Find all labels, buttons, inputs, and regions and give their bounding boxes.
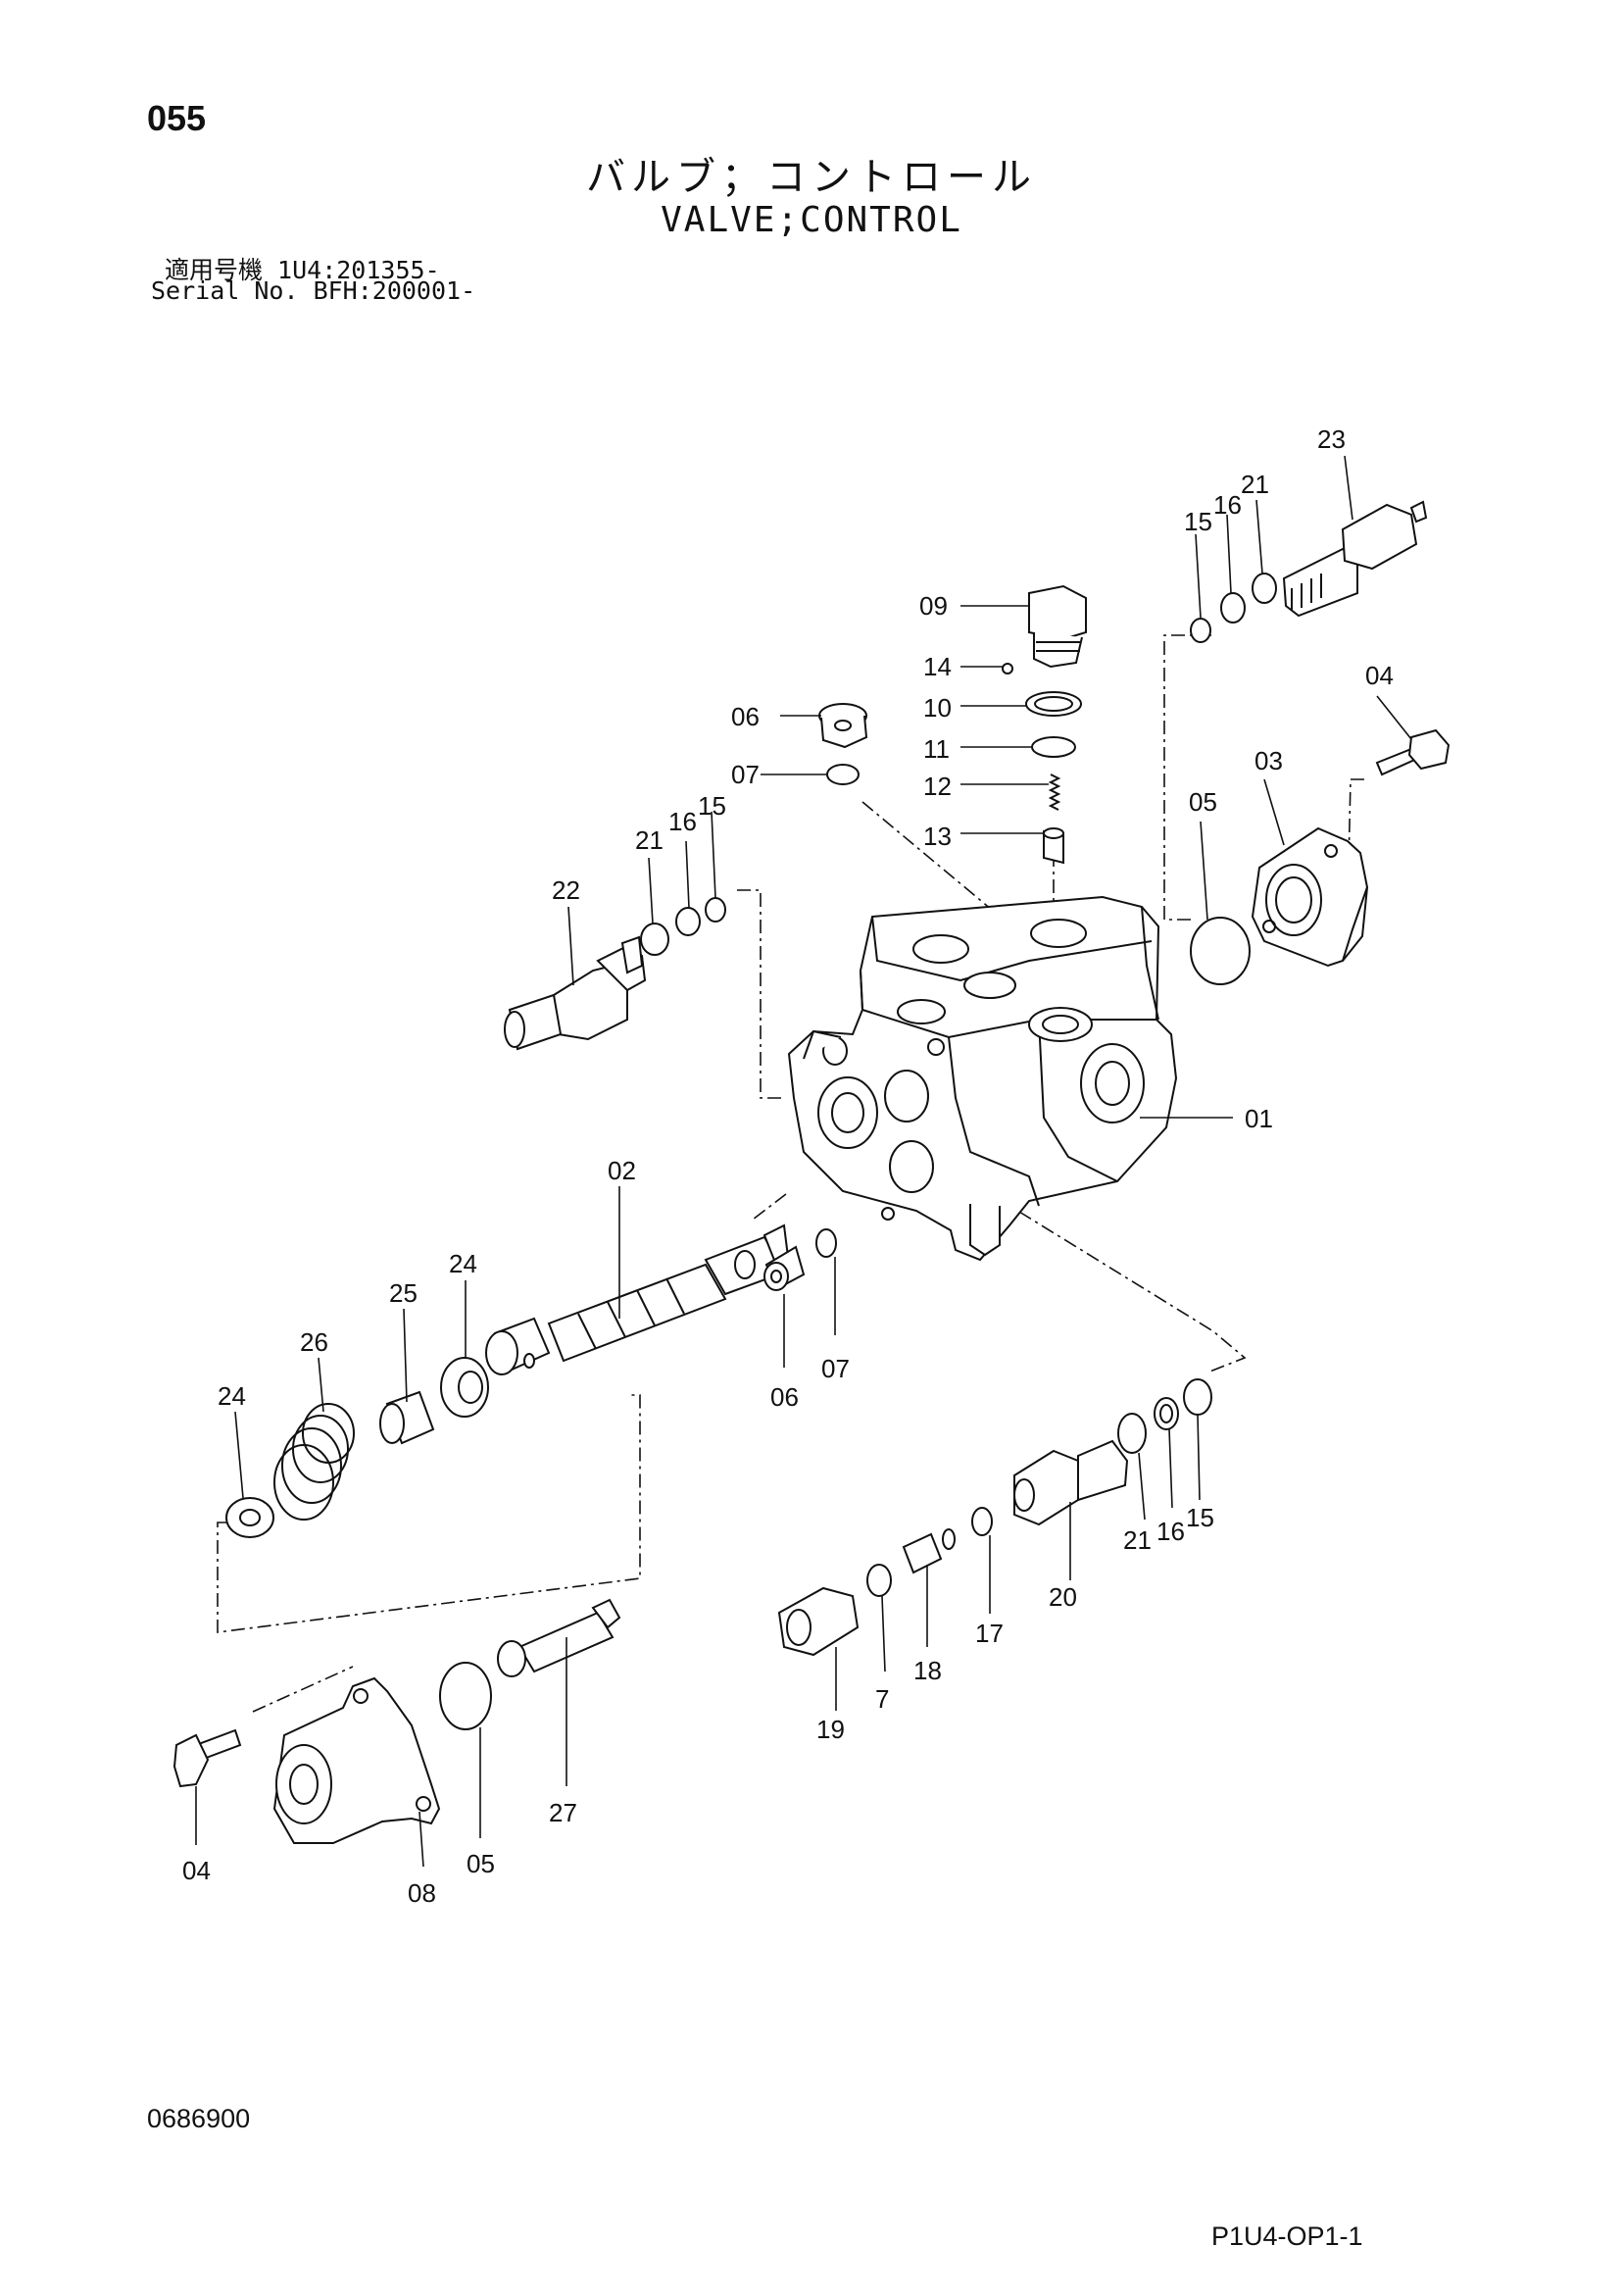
lower-relief-assembly (777, 1378, 1212, 1657)
callout-07-lower: 07 (821, 1354, 850, 1383)
plug-part-19 (777, 1586, 860, 1657)
callout-06-lower: 06 (770, 1382, 799, 1412)
callout-02: 02 (608, 1156, 636, 1185)
callout-06-upper: 06 (731, 702, 760, 731)
plug-lower-part-06 (763, 1228, 837, 1291)
callout-11: 11 (923, 734, 950, 764)
page-code: P1U4-OP1-1 (1211, 2221, 1363, 2251)
callout-23: 23 (1317, 424, 1346, 454)
callout-21-upper-right: 21 (1241, 470, 1269, 499)
document-number: 0686900 (147, 2104, 251, 2133)
callout-7: 7 (875, 1684, 889, 1714)
callout-20: 20 (1049, 1582, 1077, 1612)
callout-05-lower: 05 (467, 1849, 495, 1878)
collar-part-25 (379, 1390, 435, 1445)
callout-labels: 01 02 03 04 04 05 05 06 06 07 07 7 08 09… (182, 424, 1394, 1908)
callout-21-lower: 21 (1123, 1525, 1152, 1555)
side-cover-part-03 (1251, 826, 1369, 968)
callout-08: 08 (408, 1878, 436, 1908)
callout-07-upper: 07 (731, 760, 760, 789)
spring-part-26 (273, 1403, 355, 1521)
callout-01: 01 (1245, 1104, 1273, 1133)
callout-24-upper: 24 (449, 1249, 477, 1278)
callout-27: 27 (549, 1798, 577, 1827)
serial-number-line: Serial No. BFH:200001- (151, 276, 476, 305)
callout-24-lower: 24 (218, 1381, 246, 1411)
o-ring-upper-part-05 (1190, 917, 1251, 985)
poppet-part-18 (902, 1532, 943, 1574)
callout-22: 22 (552, 875, 580, 905)
callout-13: 13 (923, 822, 952, 851)
callout-16-upper-right: 16 (1213, 490, 1242, 520)
relief-valve-part-22 (504, 897, 726, 1051)
callout-15-upper-right: 15 (1184, 507, 1212, 536)
callout-25: 25 (389, 1278, 418, 1308)
seat-part-24-lower (225, 1497, 274, 1538)
leader-lines (195, 455, 1412, 1868)
callout-12: 12 (923, 772, 952, 801)
callout-15-left: 15 (698, 791, 726, 821)
cover-part-08 (272, 1676, 441, 1844)
callout-16-left: 16 (668, 807, 697, 836)
callout-17: 17 (975, 1619, 1004, 1648)
plug-upper-part-06 (818, 703, 868, 785)
relief-body-part-20 (1013, 1449, 1079, 1526)
callout-05-upper: 05 (1189, 787, 1217, 817)
applicable-model-line: 適用号機 1U4:201355- (165, 256, 440, 284)
spool-part-02 (485, 1223, 791, 1375)
page-number: 055 (147, 98, 207, 138)
seat-part-17 (971, 1507, 993, 1536)
valve-body-part-01 (787, 895, 1178, 1262)
callout-15-lower: 15 (1186, 1503, 1214, 1532)
callout-03: 03 (1254, 746, 1283, 775)
top-plug-assembly (1002, 584, 1087, 865)
bolt-lower-part-04 (172, 1728, 242, 1788)
callout-16-lower: 16 (1156, 1517, 1185, 1546)
callout-04-lower: 04 (182, 1856, 211, 1885)
bolt-upper-part-04 (1375, 728, 1451, 776)
callout-19: 19 (816, 1715, 845, 1744)
title-english: VALVE;CONTROL (661, 200, 962, 240)
relief-valve-part-23 (1190, 500, 1428, 643)
title-japanese: バルブ；コントロール (586, 155, 1037, 200)
callout-21-left: 21 (635, 825, 664, 855)
seal-part-24-upper (440, 1357, 489, 1418)
callout-18: 18 (913, 1656, 942, 1685)
pilot-part-27 (497, 1598, 621, 1677)
callout-26: 26 (300, 1327, 328, 1357)
callout-10: 10 (923, 693, 952, 723)
callout-09: 09 (919, 591, 948, 621)
callout-14: 14 (923, 652, 952, 681)
o-ring-lower-part-05 (439, 1662, 492, 1730)
callout-04-upper: 04 (1365, 661, 1394, 690)
assembly-lines (217, 634, 1364, 1713)
